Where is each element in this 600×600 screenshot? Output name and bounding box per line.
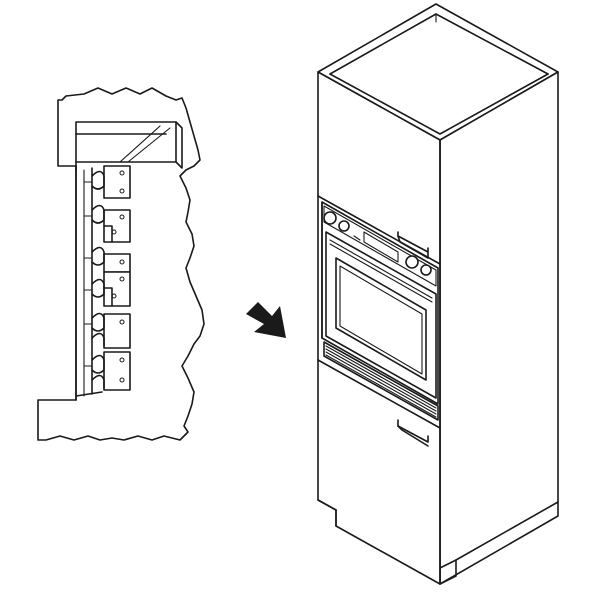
bracket-plate-2 — [83, 204, 131, 243]
bracket-plate-1 — [83, 165, 131, 199]
bracket-plate-4 — [83, 271, 131, 307]
bracket-plate-5 — [83, 312, 131, 349]
wall-detail-icon — [37, 87, 205, 441]
bracket-plate-6 — [83, 351, 131, 391]
tall-oven-cabinet-icon — [317, 3, 559, 585]
bracket-plate-3 — [83, 246, 131, 273]
arrow-icon — [246, 302, 286, 338]
